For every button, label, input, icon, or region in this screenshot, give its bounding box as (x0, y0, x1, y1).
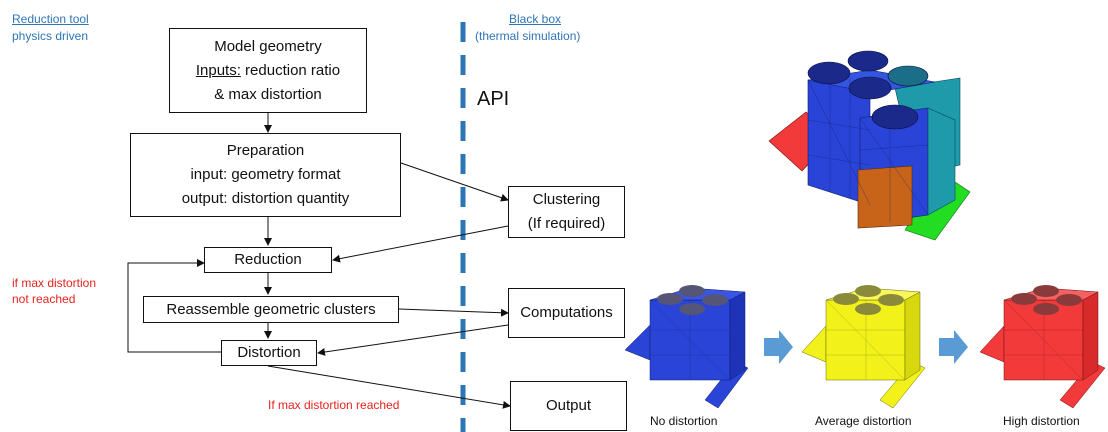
model-geometry-inputs-line: Inputs: reduction ratio (196, 59, 340, 83)
left-header-title: Reduction tool (12, 12, 89, 26)
arrow-reassemble-to-computations (398, 308, 509, 317)
arrow-loop-back (127, 259, 221, 353)
arrow-preparation-to-clustering (400, 162, 509, 202)
computations-label: Computations (520, 304, 613, 321)
transition-arrow-1 (764, 330, 793, 364)
reassemble-box: Reassemble geometric clusters (143, 296, 399, 323)
reduction-box: Reduction (204, 247, 332, 273)
distortion-label: Distortion (237, 344, 301, 361)
output-label: Output (545, 397, 592, 414)
preparation-title: Preparation (226, 142, 305, 159)
model-geometry-title: Model geometry (214, 37, 322, 55)
annotation-not-reached-line2: not reached (12, 292, 76, 306)
transition-arrow-2 (939, 330, 968, 364)
model-average-distortion (801, 285, 926, 409)
annotation-reached: If max distortion reached (268, 398, 400, 412)
left-header-subtitle: physics driven (12, 29, 89, 43)
inputs-label: Inputs: (195, 61, 241, 79)
model-high-distortion (979, 285, 1106, 409)
caption-average-distortion: Average distortion (815, 414, 912, 428)
right-header-subtitle: (thermal simulation) (475, 29, 581, 43)
distortion-box: Distortion (221, 340, 317, 366)
right-header-title: Black box (509, 12, 562, 26)
api-label: API (477, 88, 510, 110)
arrow-computations-to-distortion (317, 324, 509, 356)
caption-high-distortion: High distortion (1003, 414, 1080, 428)
output-box: Output (510, 381, 627, 431)
reassemble-label: Reassemble geometric clusters (166, 300, 376, 318)
clustering-subtitle: (If required) (527, 215, 606, 232)
model-geometry-line3: & max distortion (214, 85, 322, 103)
preparation-box: Preparation input: geometry format outpu… (130, 133, 401, 217)
clustering-box: Clustering (If required) (508, 186, 625, 238)
annotation-not-reached: if max distortion not reached (12, 275, 96, 307)
preparation-output: output: distortion quantity (181, 190, 350, 207)
annotation-not-reached-line1: if max distortion (12, 276, 97, 290)
arrow-clustering-to-reduction (332, 225, 509, 263)
large-3d-model (768, 50, 971, 241)
reduction-label: Reduction (234, 251, 302, 268)
model-geometry-box: Model geometry Inputs: reduction ratio &… (169, 28, 367, 113)
caption-no-distortion: No distortion (650, 414, 718, 428)
computations-box: Computations (508, 288, 625, 338)
arrow-distortion-to-output (267, 365, 511, 409)
model-no-distortion (624, 285, 749, 409)
preparation-input: input: geometry format (190, 166, 341, 183)
inputs-text: reduction ratio (240, 61, 341, 79)
clustering-title: Clustering (532, 191, 601, 208)
